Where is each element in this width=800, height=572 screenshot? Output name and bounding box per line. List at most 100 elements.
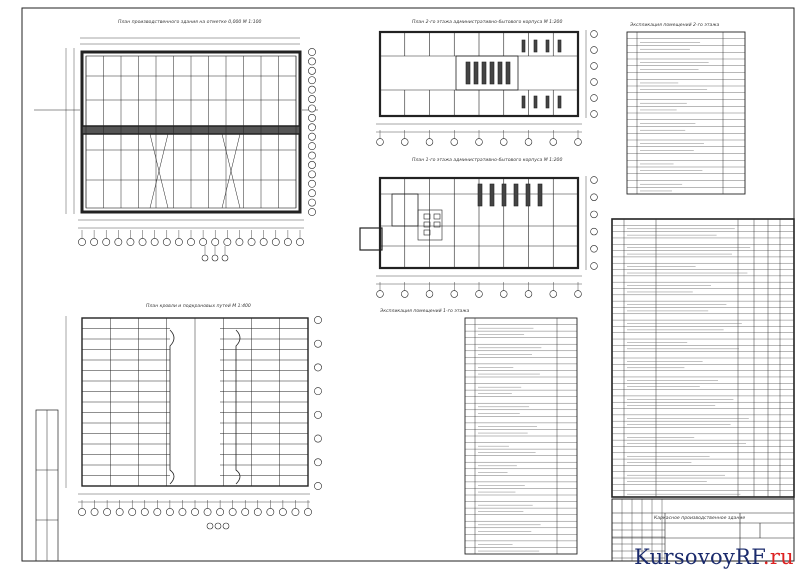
axis-bubble <box>162 238 171 246</box>
title-plan-floor-2: План 2-го этажа административно-бытового… <box>412 20 563 25</box>
axis-bubble <box>271 238 280 246</box>
title-plan-roof: План кровли и подкрановых путей М 1:400 <box>146 304 251 309</box>
axis-bubble <box>138 238 147 246</box>
axis-bubble <box>590 210 598 219</box>
explication-table-floor-2 <box>626 31 746 195</box>
axis-bubble <box>590 245 598 253</box>
axis-bubble <box>308 208 316 216</box>
title-plan-floor-1: План 1-го этажа административно-бытового… <box>412 158 563 163</box>
axis-bubble <box>214 522 222 530</box>
axis-bubble <box>401 138 409 146</box>
watermark-logo: KursovoyRF.ru <box>634 545 794 569</box>
title-block <box>611 498 795 562</box>
axis-bubble <box>524 138 533 146</box>
axis-bubble <box>211 238 220 246</box>
axis-bubble <box>78 508 86 516</box>
axis-bubble <box>574 290 582 298</box>
axis-bubble <box>259 238 268 246</box>
axis-bubble <box>590 94 598 102</box>
plan-production-building <box>34 37 318 229</box>
axis-bubble <box>304 508 312 516</box>
axis-bubble <box>500 290 508 298</box>
axis-bubble <box>425 138 434 146</box>
axis-bubble <box>524 290 533 298</box>
axis-bubble <box>308 66 316 75</box>
axis-bubble <box>128 508 137 516</box>
axis-bubble <box>450 290 458 298</box>
axis-bubble <box>590 227 598 236</box>
plan-floor-2-axes <box>376 30 598 146</box>
axis-bubble <box>590 46 598 54</box>
axis-bubble <box>308 142 316 151</box>
axis-bubble <box>376 138 384 146</box>
axis-bubble <box>308 179 316 188</box>
axis-bubble <box>150 238 159 246</box>
axis-bubble <box>549 138 557 146</box>
plan-floor-1-axes <box>376 176 598 298</box>
axis-bubble <box>102 238 111 246</box>
axis-bubble <box>308 76 316 85</box>
axis-bubble <box>308 132 316 141</box>
axis-bubble <box>114 238 123 246</box>
axis-bubble <box>475 290 483 298</box>
watermark-text: KursovoyRF <box>634 545 763 569</box>
axis-bubble <box>314 316 322 324</box>
axis-bubble <box>314 482 322 490</box>
axis-bubble <box>203 508 212 516</box>
axis-bubble <box>308 57 316 66</box>
title-explication-floor-1: Экспликация помещений 1-го этажа <box>380 309 470 314</box>
axis-bubble <box>221 254 229 262</box>
axis-bubble <box>590 176 598 184</box>
axis-bubble <box>308 189 316 198</box>
axis-bubble <box>178 508 187 516</box>
axis-bubble <box>500 138 508 146</box>
axis-bubble <box>425 290 434 298</box>
axis-bubble <box>590 62 598 70</box>
axis-bubble <box>266 508 275 516</box>
axis-bubble <box>247 238 256 246</box>
axis-bubble <box>103 508 112 516</box>
axis-bubble <box>450 138 458 146</box>
axis-bubble <box>549 290 557 298</box>
axis-bubble <box>90 508 99 516</box>
axis-bubble <box>314 458 322 467</box>
axis-bubble <box>278 508 287 516</box>
axis-bubble <box>283 238 292 246</box>
axis-bubble <box>308 161 316 169</box>
axis-bubble <box>314 434 322 443</box>
axis-bubble <box>206 522 214 530</box>
axis-bubble <box>90 238 99 246</box>
axis-bubble <box>308 151 316 160</box>
axis-bubble <box>590 78 598 86</box>
axis-bubble <box>475 138 483 146</box>
axis-bubble <box>376 290 384 298</box>
axis-bubble <box>115 508 124 516</box>
axis-bubble <box>253 508 262 516</box>
axis-bubble <box>187 238 195 246</box>
axis-bubble <box>308 95 316 103</box>
title-plan-production: План производственного здания на отметке… <box>118 20 262 25</box>
plan-floor-1 <box>359 176 587 285</box>
axis-bubble <box>241 508 250 516</box>
axis-bubble <box>314 410 322 419</box>
axis-bubble <box>211 254 219 262</box>
plan-production-axes <box>78 48 316 262</box>
stamp-title: Каркасное производственное здание <box>654 516 746 521</box>
axis-bubble <box>235 238 244 246</box>
axis-bubble <box>308 170 316 179</box>
axis-bubble <box>228 508 237 516</box>
axis-bubble <box>201 254 209 262</box>
axis-bubble <box>308 113 316 122</box>
axis-bubble <box>574 138 582 146</box>
specification-table <box>611 218 795 498</box>
axis-bubble <box>296 238 304 246</box>
explication-table-floor-1 <box>464 317 578 555</box>
axis-bubble <box>590 262 598 270</box>
axis-bubble <box>140 508 149 516</box>
axis-bubble <box>590 30 598 38</box>
axis-bubble <box>308 104 316 113</box>
watermark-domain: .ru <box>762 545 794 569</box>
plan-roof-axes <box>78 316 322 530</box>
axis-bubble <box>291 508 300 516</box>
